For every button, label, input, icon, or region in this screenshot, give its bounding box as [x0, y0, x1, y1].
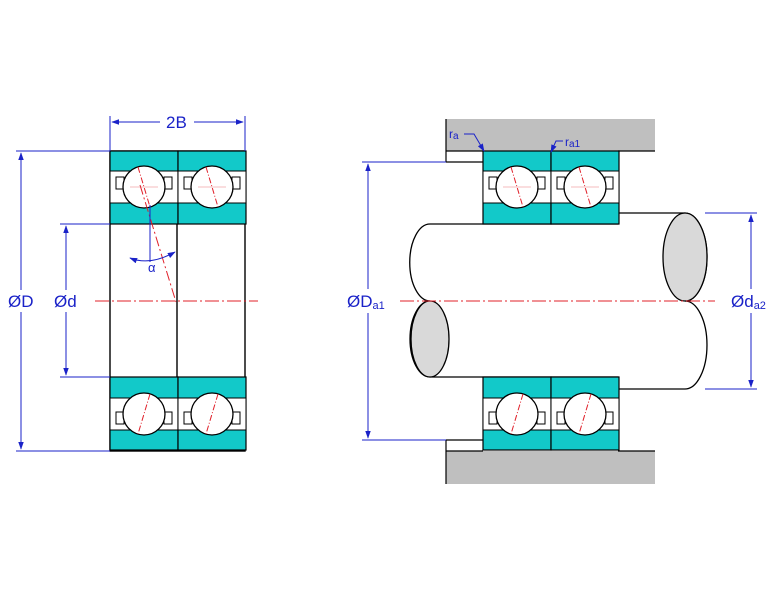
mounted-bottom-left-ring: [482, 376, 552, 451]
mounted-bottom-right-ring: [550, 376, 620, 451]
mounted-top-left-ring: [482, 150, 552, 225]
bore-diameter-label: Ød: [54, 292, 77, 311]
right-mounting-view: ØDa1 Øda2 ra ra1: [346, 119, 776, 484]
top-left-ring-section: [109, 150, 179, 225]
contact-angle-label: α: [148, 260, 156, 275]
contact-angle-line: [139, 184, 177, 303]
bottom-left-ring-section: [109, 376, 179, 451]
outer-diameter-label: ØD: [8, 292, 34, 311]
fillet-ra-label: ra: [449, 127, 459, 142]
housing-bottom: [446, 451, 655, 484]
shaft-diameter-label: Øda2: [731, 292, 766, 312]
shaft-end-right: [662, 212, 708, 302]
shaft-end-left: [410, 300, 450, 378]
fillet-ra1-label: ra1: [565, 135, 581, 150]
mounted-top-right-ring: [550, 150, 620, 225]
left-bearing-view: α 2B ØD Ød: [6, 112, 258, 452]
top-right-ring-section: [177, 150, 247, 225]
housing-top: [446, 119, 655, 151]
bottom-right-ring-section: [177, 376, 247, 451]
width-label: 2B: [166, 113, 187, 132]
contact-angle-arc: [129, 251, 176, 264]
housing-diameter-label: ØDa1: [347, 292, 385, 312]
fillet-ra-leader: [464, 133, 485, 152]
fillet-ra1-leader: [550, 140, 563, 153]
